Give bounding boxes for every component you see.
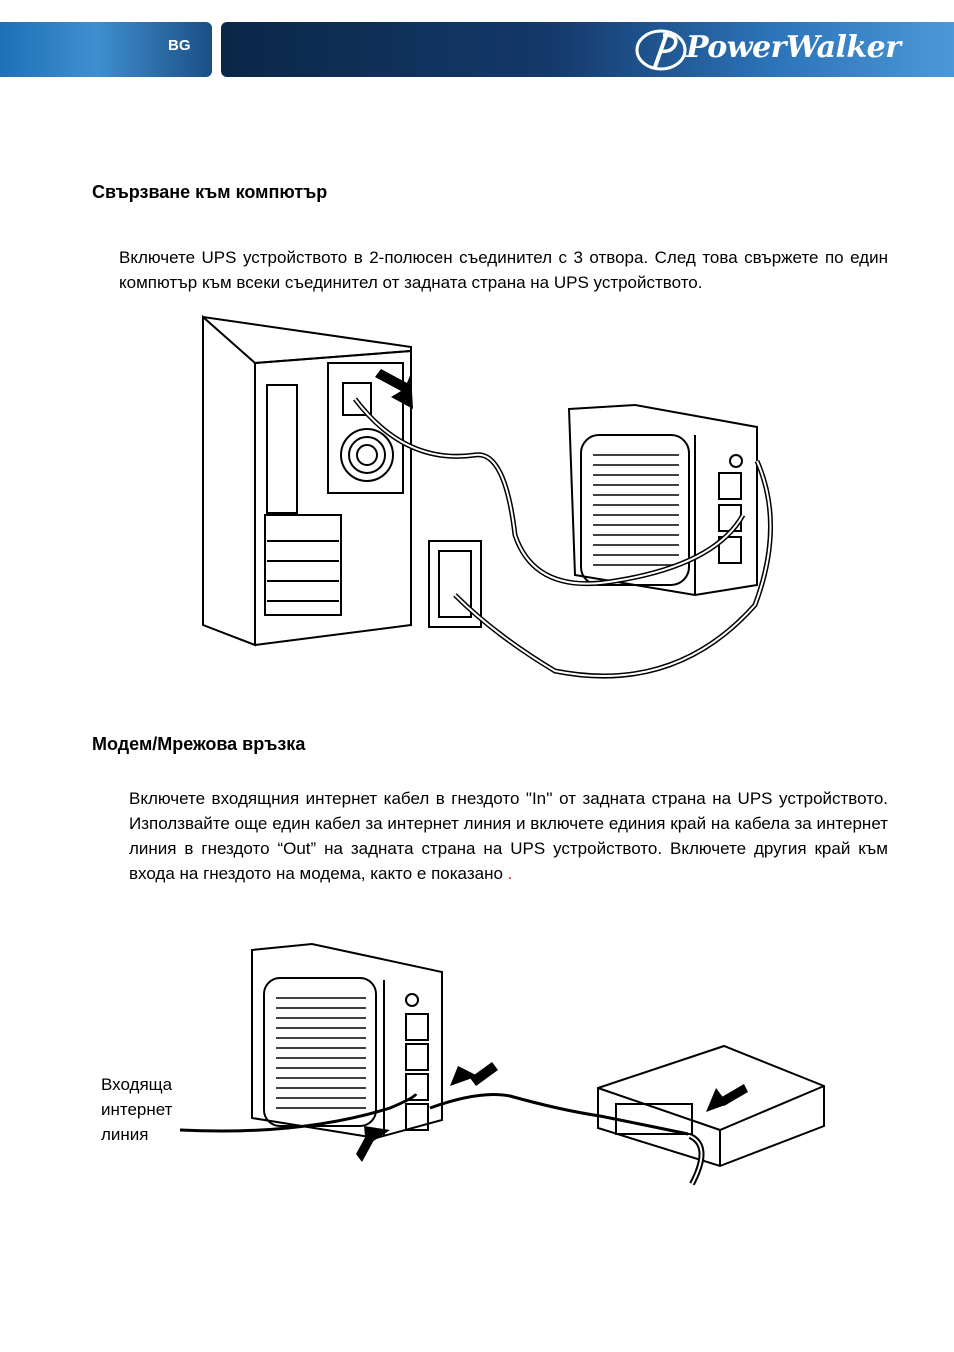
incoming-line-label-line-1: Входяща [101, 1075, 173, 1094]
arrow-icon [375, 369, 413, 409]
brand-name: PowerWalker [686, 30, 901, 65]
header-right-bar [221, 22, 954, 77]
arrow-icon [706, 1084, 748, 1112]
wall-outlet [428, 540, 482, 628]
incoming-line-label: Входяща интернет линия [101, 1072, 201, 1147]
figure-ups-modem-connection [180, 942, 825, 1186]
section-text-computer: Включете UPS устройството в 2-полюсен съ… [119, 248, 888, 292]
section-title-modem: Модем/Мрежова връзка [92, 734, 306, 754]
incoming-line-label-line-3: линия [101, 1125, 149, 1144]
powerwalker-logo-icon [635, 29, 687, 71]
figure-computer-ups-connection [202, 314, 773, 679]
pc-tower [202, 314, 256, 647]
ups-unit [567, 403, 758, 597]
section-text-modem: Включете входящния интернет кабел в гнез… [129, 786, 888, 886]
header-left-bar [0, 22, 212, 77]
modem-device [597, 1044, 825, 1168]
section-text-modem-body: Включете входящния интернет кабел в гнез… [129, 789, 888, 883]
section-text-modem-end: . [507, 864, 513, 883]
ups-unit [251, 942, 443, 1140]
arrow-icon [356, 1126, 390, 1162]
incoming-line-label-line-2: интернет [101, 1100, 173, 1119]
section-title-computer: Свързване към компютър [92, 182, 328, 202]
language-code: BG [168, 37, 191, 54]
arrow-icon [450, 1062, 498, 1086]
